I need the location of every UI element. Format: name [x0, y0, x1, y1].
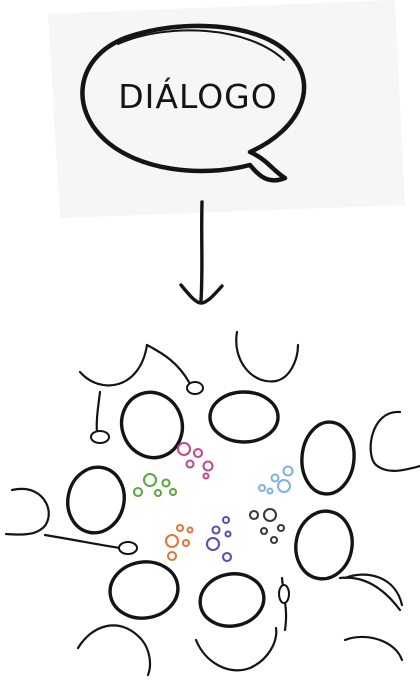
participant-bottom-left — [76, 560, 180, 677]
pink-bubbles — [176, 441, 214, 480]
participant-bottom-center — [194, 572, 278, 672]
participant-top-left — [78, 343, 204, 460]
participant-left — [4, 465, 138, 555]
dark-bubbles — [248, 507, 286, 545]
blue-bubbles — [257, 465, 294, 495]
purple-bubbles — [205, 515, 233, 563]
participant-top-center — [208, 330, 300, 444]
participant-right-upper — [300, 410, 420, 496]
down-arrow-icon — [179, 200, 224, 305]
hand-icon — [186, 381, 204, 395]
participant-bottom-right — [338, 576, 404, 662]
green-bubbles — [132, 472, 178, 498]
orange-bubbles — [164, 523, 194, 562]
bubble-title: DIÁLOGO — [118, 76, 277, 116]
speech-bubble: DIÁLOGO — [80, 23, 307, 183]
hand-icon — [278, 584, 290, 604]
paper-background — [48, 0, 405, 218]
hand-icon — [118, 541, 138, 555]
hand-icon — [90, 430, 110, 444]
participant-right-lower — [278, 509, 404, 632]
